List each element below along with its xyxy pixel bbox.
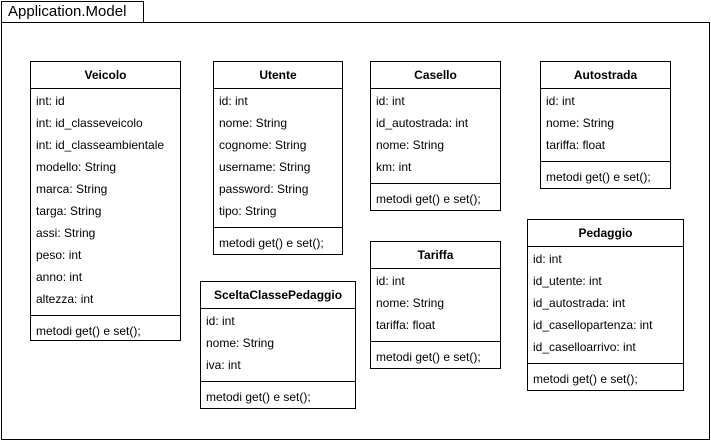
- attribute: altezza: int: [36, 292, 94, 306]
- attribute: id_caselloarrivo: int: [533, 340, 636, 354]
- methods-compartment: metodi get() e set();: [31, 316, 180, 342]
- class-name: Autostrada: [541, 62, 670, 89]
- attribute: cognome: String: [219, 138, 307, 152]
- method: metodi get() e set();: [219, 236, 324, 250]
- class-casello[interactable]: Casello id: int id_autostrada: int nome: St…: [370, 61, 501, 211]
- class-name: Veicolo: [31, 62, 180, 89]
- attribute: id_utente: int: [533, 274, 602, 288]
- attribute: nome: String: [546, 116, 615, 130]
- class-name: SceltaClassePedaggio: [201, 282, 355, 309]
- attribute: id_autostrada: int: [533, 296, 626, 310]
- methods-compartment: metodi get() e set();: [528, 364, 683, 390]
- attribute: int: id_classeveicolo: [36, 116, 143, 130]
- attributes-compartment: id: int nome: String cognome: String userna…: [214, 89, 342, 228]
- methods-compartment: metodi get() e set();: [201, 382, 355, 408]
- attribute: tariffa: float: [376, 318, 436, 332]
- attribute: id: int: [219, 94, 248, 108]
- package-tab: Application.Model: [1, 1, 144, 23]
- attribute: anno: int: [36, 270, 83, 284]
- attribute: marca: String: [36, 182, 108, 196]
- method: metodi get() e set();: [546, 170, 651, 184]
- attribute: nome: String: [376, 138, 445, 152]
- attribute: id_autostrada: int: [376, 116, 469, 130]
- attribute: int: id: [36, 94, 65, 108]
- attribute: nome: String: [376, 296, 445, 310]
- method: metodi get() e set();: [36, 324, 141, 338]
- attribute: int: id_classeambientale: [36, 138, 165, 152]
- attribute: nome: String: [206, 336, 275, 350]
- class-name: Casello: [371, 62, 500, 89]
- attribute: km: int: [376, 160, 412, 174]
- attribute: tariffa: float: [546, 138, 606, 152]
- attributes-compartment: int: id int: id_classeveicolo int: id_clas…: [31, 89, 180, 316]
- attribute: id_casellopartenza: int: [533, 318, 653, 332]
- method: metodi get() e set();: [376, 192, 481, 206]
- attribute: targa: String: [36, 204, 102, 218]
- attribute: id: int: [376, 94, 405, 108]
- methods-compartment: metodi get() e set();: [214, 228, 342, 254]
- attributes-compartment: id: int nome: String tariffa: float: [541, 89, 670, 162]
- attribute: id: int: [376, 274, 405, 288]
- attributes-compartment: id: int nome: String iva: int: [201, 309, 355, 382]
- attribute: modello: String: [36, 160, 117, 174]
- class-tariffa[interactable]: Tariffa id: int nome: String tariffa: float…: [370, 241, 501, 369]
- attribute: peso: int: [36, 248, 82, 262]
- attribute: id: int: [206, 314, 235, 328]
- attribute: tipo: String: [219, 204, 277, 218]
- method: metodi get() e set();: [376, 350, 481, 364]
- methods-compartment: metodi get() e set();: [371, 184, 500, 210]
- attribute: id: int: [546, 94, 575, 108]
- attributes-compartment: id: int id_utente: int id_autostrada: int i…: [528, 247, 683, 364]
- class-name: Pedaggio: [528, 220, 683, 247]
- class-name: Tariffa: [371, 242, 500, 269]
- attribute: password: String: [219, 182, 309, 196]
- class-name: Utente: [214, 62, 342, 89]
- package-name: Application.Model: [8, 3, 127, 20]
- attribute: username: String: [219, 160, 311, 174]
- class-autostrada[interactable]: Autostrada id: int nome: String tariffa: fl…: [540, 61, 671, 189]
- attributes-compartment: id: int id_autostrada: int nome: String km:…: [371, 89, 500, 184]
- attribute: assi: String: [36, 226, 96, 240]
- method: metodi get() e set();: [533, 372, 638, 386]
- methods-compartment: metodi get() e set();: [371, 342, 500, 368]
- attributes-compartment: id: int nome: String tariffa: float: [371, 269, 500, 342]
- class-utente[interactable]: Utente id: int nome: String cognome: String…: [213, 61, 343, 255]
- methods-compartment: metodi get() e set();: [541, 162, 670, 188]
- attribute: nome: String: [219, 116, 288, 130]
- attribute: iva: int: [206, 358, 241, 372]
- attribute: id: int: [533, 252, 562, 266]
- method: metodi get() e set();: [206, 390, 311, 404]
- class-pedaggio[interactable]: Pedaggio id: int id_utente: int id_autostra…: [527, 219, 684, 391]
